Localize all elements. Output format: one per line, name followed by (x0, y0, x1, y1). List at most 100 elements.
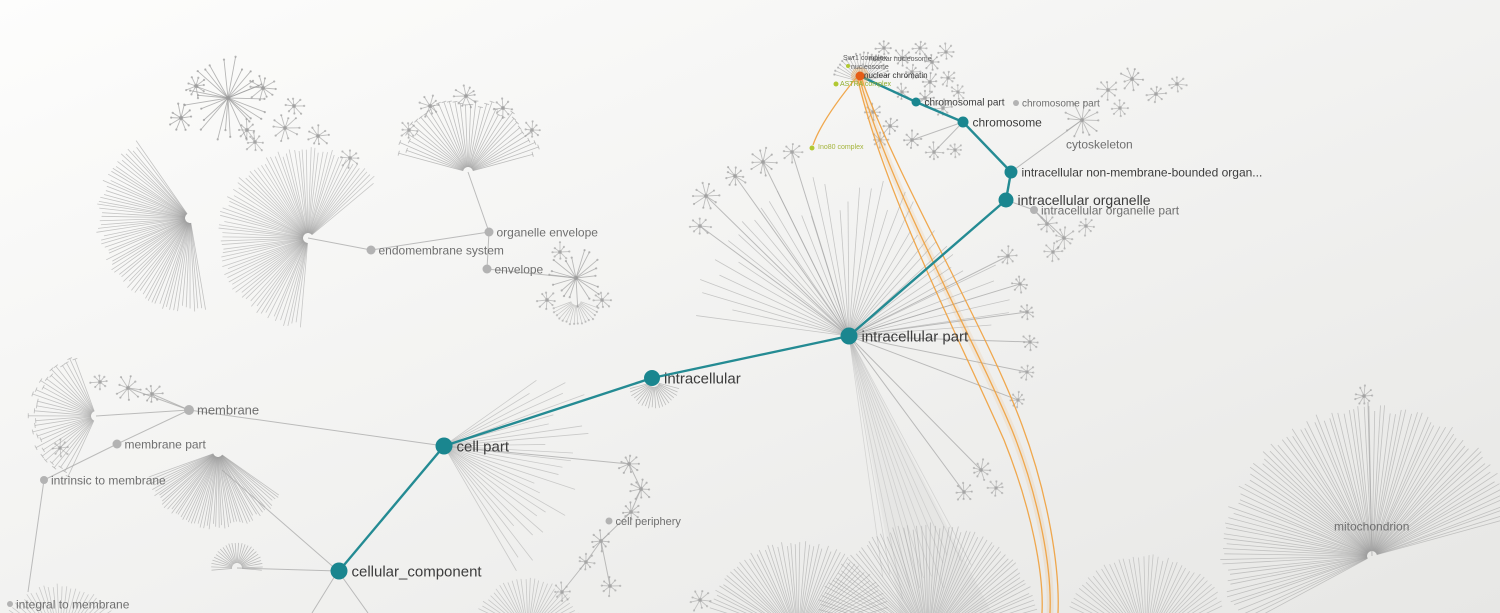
collapsed-subtree-fan[interactable] (629, 382, 680, 409)
term-label[interactable]: cell periphery (616, 516, 682, 528)
term-label[interactable]: membrane (197, 403, 259, 418)
collapsed-subtree-burst[interactable] (1018, 364, 1035, 381)
collapsed-subtree-burst[interactable] (924, 141, 945, 161)
collapsed-subtree-burst[interactable] (911, 40, 928, 56)
collapsed-subtree-burst[interactable] (946, 143, 962, 159)
collapsed-subtree-burst[interactable] (874, 40, 892, 56)
node-chromosomal_part[interactable] (911, 97, 921, 107)
collapsed-subtree-burst[interactable] (1354, 384, 1374, 405)
node-label-chromosome[interactable]: chromosome (973, 115, 1043, 129)
collapsed-subtree-fan[interactable] (478, 577, 579, 613)
collapsed-subtree-burst[interactable] (51, 438, 69, 458)
term-node[interactable] (7, 601, 13, 607)
collapsed-subtree-burst[interactable] (452, 84, 477, 109)
collapsed-subtree-burst[interactable] (782, 142, 804, 164)
term-label[interactable]: organelle envelope (497, 225, 599, 239)
node-label-intracellular_part[interactable]: intracellular part (862, 328, 970, 345)
node-label-cellular_component[interactable]: cellular_component (352, 563, 483, 580)
collapsed-subtree-burst[interactable] (882, 117, 899, 136)
collapsed-subtree-burst[interactable] (1078, 218, 1096, 237)
collapsed-subtree-burst[interactable] (548, 248, 600, 308)
node-chromosome[interactable] (957, 116, 969, 128)
node-cellular_component[interactable] (330, 562, 348, 580)
term-node[interactable] (484, 227, 494, 237)
collapsed-subtree-burst[interactable] (524, 120, 541, 138)
collapsed-subtree-burst[interactable] (400, 121, 419, 139)
collapsed-subtree-burst[interactable] (185, 76, 206, 100)
collapsed-subtree-burst[interactable] (237, 117, 256, 141)
collapsed-subtree-fan[interactable] (96, 140, 206, 312)
collapsed-subtree-burst[interactable] (169, 102, 193, 131)
node-selected-term[interactable] (855, 71, 865, 81)
node-label-chromosomal_part[interactable]: chromosomal part (925, 98, 1005, 109)
term-node[interactable] (482, 264, 492, 274)
collapsed-subtree-burst[interactable] (592, 291, 613, 309)
tiny-term-label[interactable]: nuclear chromatin (864, 71, 928, 80)
collapsed-subtree-burst[interactable] (1022, 334, 1039, 352)
collapsed-subtree-fan[interactable] (1220, 405, 1500, 613)
term-node[interactable] (366, 245, 376, 255)
collapsed-subtree-burst[interactable] (115, 375, 142, 401)
collapsed-subtree-burst[interactable] (924, 53, 940, 71)
collapsed-subtree-burst[interactable] (418, 94, 440, 118)
complex-node[interactable] (833, 81, 839, 87)
collapsed-subtree-burst[interactable] (284, 97, 306, 115)
complex-node[interactable] (846, 64, 850, 68)
collapsed-subtree-burst[interactable] (1145, 85, 1168, 104)
collapsed-subtree-burst[interactable] (307, 124, 330, 146)
collapsed-subtree-burst[interactable] (940, 70, 956, 88)
collapsed-subtree-burst[interactable] (1110, 99, 1130, 118)
tiny-term-label[interactable]: Swr1 complex (843, 55, 887, 62)
collapsed-subtree-burst[interactable] (492, 97, 514, 119)
collapsed-subtree-fan[interactable] (552, 301, 600, 326)
term-node[interactable] (184, 405, 194, 415)
tiny-term-label[interactable]: Ino80 complex (818, 144, 864, 151)
collapsed-subtree-burst[interactable] (933, 98, 953, 116)
term-label[interactable]: cytoskeleton (1066, 137, 1133, 151)
collapsed-subtree-fan[interactable] (1069, 554, 1223, 613)
tiny-term-label[interactable]: nucleosome (851, 64, 889, 71)
collapsed-subtree-burst[interactable] (1096, 81, 1118, 102)
collapsed-subtree-fan[interactable] (211, 542, 263, 571)
collapsed-subtree-burst[interactable] (249, 74, 277, 101)
collapsed-subtree-burst[interactable] (535, 291, 556, 311)
collapsed-subtree-burst[interactable] (551, 241, 571, 260)
collapsed-subtree-burst[interactable] (1168, 76, 1188, 93)
collapsed-subtree-burst[interactable] (272, 114, 301, 143)
term-label[interactable]: envelope (495, 262, 544, 276)
collapsed-subtree-burst[interactable] (1019, 304, 1035, 321)
term-label[interactable]: intracellular organelle part (1041, 203, 1180, 217)
term-label[interactable]: chromosome part (1022, 99, 1100, 110)
node-label-intracellular_organelle[interactable]: intracellular organelle (1018, 192, 1151, 208)
tiny-term-label[interactable]: nuclear nucleosome (869, 56, 932, 63)
node-label-cell_part[interactable]: cell part (457, 438, 510, 455)
term-label[interactable]: membrane part (125, 437, 207, 451)
term-label[interactable]: endomembrane system (379, 243, 504, 257)
term-node[interactable] (605, 517, 613, 525)
collapsed-subtree-burst[interactable] (986, 480, 1004, 497)
node-cell_part[interactable] (435, 437, 453, 455)
collapsed-subtree-burst[interactable] (621, 501, 640, 521)
collapsed-subtree-fan[interactable] (27, 357, 95, 478)
node-intracellular_part[interactable] (840, 327, 858, 345)
collapsed-subtree-burst[interactable] (1055, 226, 1075, 250)
node-label-intracellular_nmb_organelle[interactable]: intracellular non-membrane-bounded organ… (1022, 165, 1263, 179)
term-label[interactable]: intrinsic to membrane (51, 473, 166, 487)
collapsed-subtree-fan[interactable] (218, 147, 375, 328)
term-node[interactable] (1030, 206, 1038, 214)
collapsed-subtree-burst[interactable] (904, 63, 922, 80)
node-label-intracellular[interactable]: intracellular (664, 370, 741, 387)
node-intracellular_nmb_organelle[interactable] (1004, 165, 1018, 179)
collapsed-subtree-burst[interactable] (339, 149, 360, 169)
collapsed-subtree-burst[interactable] (245, 131, 264, 152)
collapsed-subtree-burst[interactable] (725, 166, 747, 186)
collapsed-subtree-burst[interactable] (902, 129, 923, 150)
collapsed-subtree-burst[interactable] (183, 55, 266, 141)
collapsed-subtree-burst[interactable] (89, 374, 108, 391)
term-node[interactable] (40, 476, 48, 484)
collapsed-subtree-burst[interactable] (1043, 241, 1064, 263)
term-node[interactable] (112, 439, 122, 449)
complex-node[interactable] (809, 145, 815, 151)
